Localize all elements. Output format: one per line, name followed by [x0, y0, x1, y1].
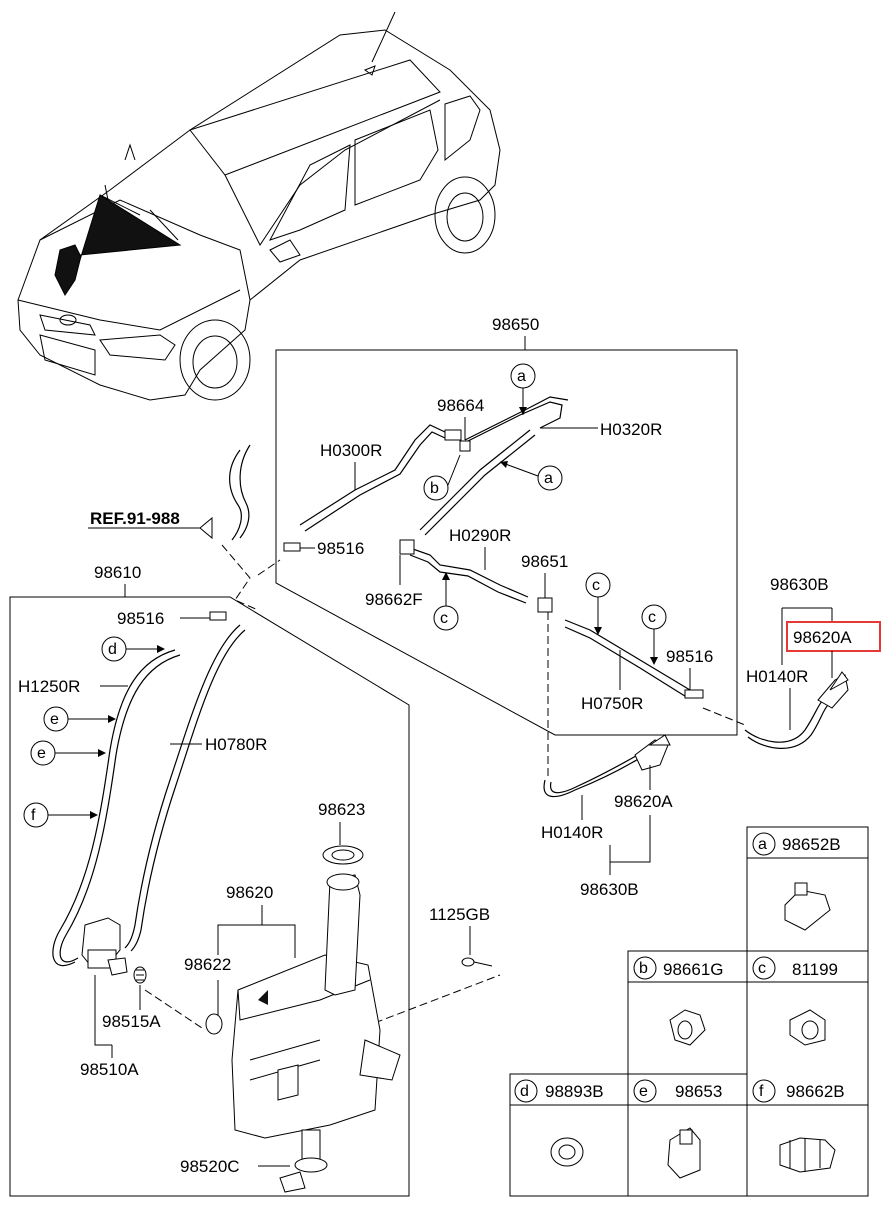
label-h0290r[interactable]: H0290R: [449, 526, 511, 545]
callout-e-upper[interactable]: e: [43, 706, 69, 732]
svg-text:e: e: [50, 711, 59, 728]
label-98662f[interactable]: 98662F: [365, 590, 423, 609]
legend-c-part[interactable]: 81199: [792, 960, 838, 979]
svg-text:c: c: [758, 960, 766, 977]
svg-text:c: c: [648, 609, 656, 626]
ref-hose: REF.91-988: [88, 444, 251, 541]
label-h1250r[interactable]: H1250R: [18, 677, 80, 696]
svg-text:e: e: [37, 745, 46, 762]
washer-motor: [279, 1129, 328, 1193]
label-98630b-bottom[interactable]: 98630B: [580, 880, 639, 899]
svg-text:f: f: [31, 807, 36, 824]
svg-text:a: a: [758, 836, 767, 853]
legend-f: f 98662B: [752, 1079, 845, 1173]
reservoir-tank: [231, 873, 401, 1139]
highlight-box: [786, 621, 881, 652]
svg-text:f: f: [759, 1083, 764, 1100]
label-h0750r[interactable]: H0750R: [581, 694, 643, 713]
legend-a-part[interactable]: 98652B: [782, 835, 841, 854]
svg-text:a: a: [544, 470, 553, 487]
label-h0140r-right[interactable]: H0140R: [746, 667, 808, 686]
label-1125gb[interactable]: 1125GB: [429, 905, 490, 924]
legend-f-part[interactable]: 98662B: [786, 1082, 845, 1101]
callout-d[interactable]: d: [101, 636, 127, 662]
svg-text:b: b: [430, 480, 439, 497]
nozzle-hose-assembly-98650: 98650 H0320R 98664 H0300R H0290R 98651 9…: [275, 315, 738, 736]
washer-pump: [81, 917, 147, 984]
callout-c-right[interactable]: c: [641, 604, 667, 630]
svg-text:d: d: [520, 1083, 529, 1100]
label-98650[interactable]: 98650: [492, 315, 539, 334]
callout-c-left[interactable]: c: [433, 605, 459, 631]
svg-text:b: b: [639, 960, 648, 977]
label-98623[interactable]: 98623: [318, 800, 365, 819]
callout-f[interactable]: f: [23, 802, 49, 828]
label-98620a-bottom[interactable]: 98620A: [614, 792, 673, 811]
label-98510a[interactable]: 98510A: [80, 1060, 139, 1079]
label-98664[interactable]: 98664: [437, 396, 484, 415]
parts-legend: a 98652B b 98661G c 81199 d 98893B: [509, 826, 869, 1197]
callout-b[interactable]: b: [423, 475, 449, 501]
label-h0320r[interactable]: H0320R: [600, 420, 662, 439]
legend-b-part[interactable]: 98661G: [663, 960, 724, 979]
svg-text:c: c: [440, 610, 448, 627]
label-98516-left[interactable]: 98516: [117, 609, 164, 628]
label-98515a[interactable]: 98515A: [102, 1012, 161, 1031]
label-98630b-top[interactable]: 98630B: [770, 575, 829, 594]
label-98516-right[interactable]: 98516: [666, 647, 713, 666]
car-illustration: [17, 11, 501, 401]
legend-e: e 98653: [633, 1079, 722, 1179]
label-98651[interactable]: 98651: [521, 552, 568, 571]
svg-text:e: e: [639, 1083, 648, 1100]
legend-b: b 98661G: [633, 956, 724, 1046]
label-98610[interactable]: 98610: [94, 563, 141, 582]
svg-text:a: a: [517, 368, 526, 385]
legend-e-part[interactable]: 98653: [675, 1082, 722, 1101]
callout-c-mid[interactable]: c: [585, 572, 611, 598]
callout-e-lower[interactable]: e: [30, 740, 56, 766]
legend-d: d 98893B: [514, 1079, 604, 1167]
label-h0140r-bottom[interactable]: H0140R: [541, 823, 603, 842]
legend-a: a 98652B: [752, 832, 841, 931]
callout-a-mid[interactable]: a: [537, 465, 563, 491]
legend-c: c 81199: [752, 956, 838, 1046]
right-nozzle-assembly-top: 98630B 98620A H0140R: [744, 575, 881, 749]
callout-a-top[interactable]: a: [510, 363, 536, 389]
legend-d-part[interactable]: 98893B: [545, 1082, 604, 1101]
label-h0780r[interactable]: H0780R: [205, 735, 267, 754]
nozzle-assembly-bottom: 98620A H0140R 98630B: [541, 734, 673, 899]
label-98620a-highlighted[interactable]: 98620A: [793, 628, 852, 647]
ref-label[interactable]: REF.91-988: [90, 509, 180, 528]
label-98520c[interactable]: 98520C: [180, 1157, 240, 1176]
bolt-1125gb: 1125GB: [429, 905, 493, 967]
label-98516-top[interactable]: 98516: [317, 539, 364, 558]
svg-text:c: c: [592, 577, 600, 594]
label-98622[interactable]: 98622: [184, 955, 231, 974]
svg-text:d: d: [108, 641, 117, 658]
label-98620[interactable]: 98620: [226, 883, 273, 902]
reservoir-assembly-98610: 98610 98516 H1250R H0780R d e e: [9, 563, 410, 1197]
label-h0300r[interactable]: H0300R: [320, 441, 382, 460]
